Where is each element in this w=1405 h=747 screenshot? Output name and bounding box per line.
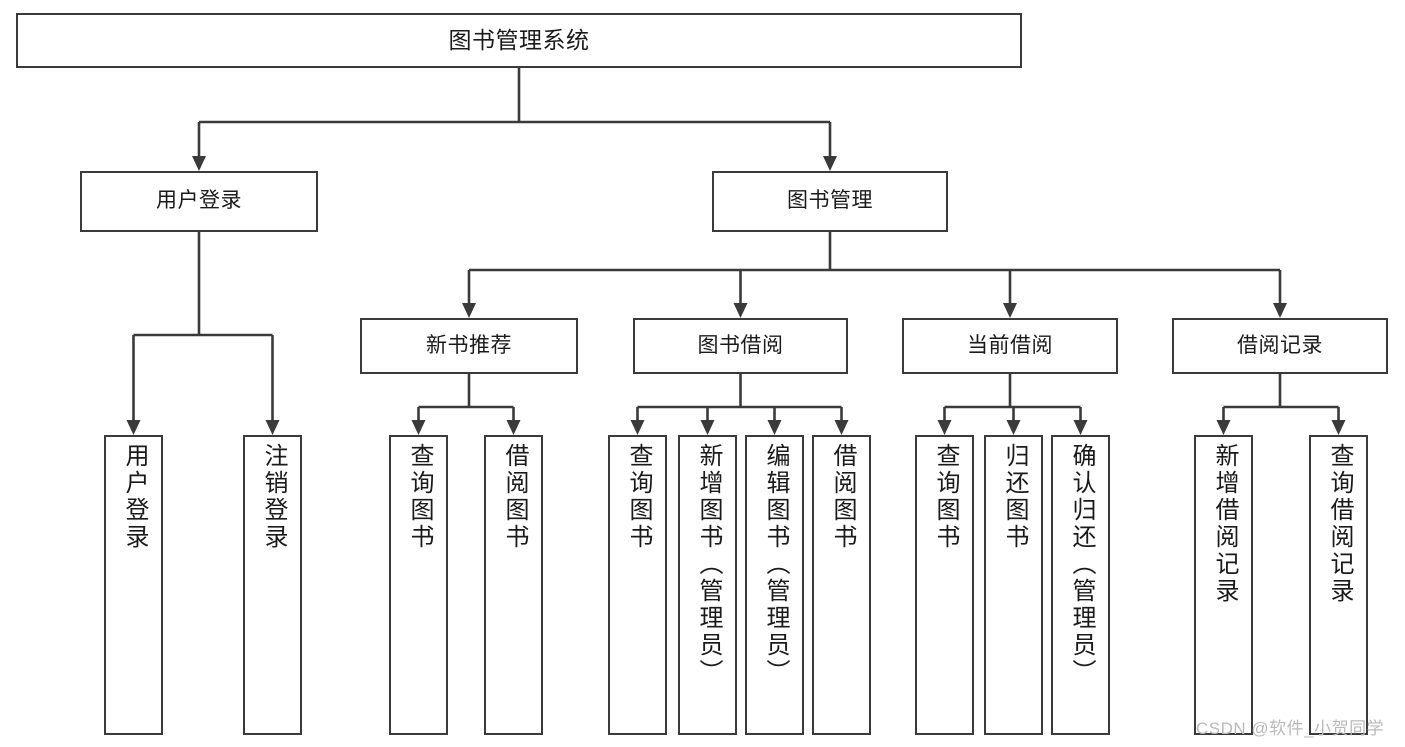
node-label: 借阅记录 [1237,333,1323,357]
node-label: 新增借阅记录 [1210,443,1238,605]
node-user_login[interactable]: 用户登录 [80,171,318,232]
node-leaf_edit_book[interactable]: 编辑图书（管理员） [745,435,804,735]
node-leaf_query_book_2[interactable]: 查询图书 [608,435,667,735]
node-label: 注销登录 [259,443,287,551]
node-label: 图书借阅 [697,333,784,357]
node-label: 用户登录 [156,189,242,213]
node-leaf_add_book[interactable]: 新增图书（管理员） [678,435,737,735]
node-leaf_query_book_1[interactable]: 查询图书 [389,435,448,735]
node-label: 查询图书 [931,443,959,551]
node-borrow_record[interactable]: 借阅记录 [1172,318,1388,374]
node-leaf_return_book[interactable]: 归还图书 [984,435,1043,735]
node-label: 查询借阅记录 [1325,443,1353,605]
node-leaf_query_record[interactable]: 查询借阅记录 [1309,435,1368,735]
node-leaf_add_record[interactable]: 新增借阅记录 [1194,435,1253,735]
node-leaf_borrow_book_1[interactable]: 借阅图书 [484,435,543,735]
node-leaf_confirm_return[interactable]: 确认归还（管理员） [1051,435,1110,735]
node-new_book_rec[interactable]: 新书推荐 [360,318,578,374]
node-label: 当前借阅 [967,333,1053,357]
node-label: 图书管理系统 [448,26,590,53]
watermark: CSDN @软件_小贺同学 [1196,719,1385,738]
node-label: 新书推荐 [426,333,512,357]
node-root[interactable]: 图书管理系统 [16,13,1022,68]
node-label: 确认归还（管理员） [1067,443,1095,686]
node-book_borrow[interactable]: 图书借阅 [633,318,848,374]
node-label: 编辑图书（管理员） [761,443,789,686]
node-label: 图书管理 [787,189,873,213]
node-leaf_borrow_book_2[interactable]: 借阅图书 [812,435,871,735]
node-label: 查询图书 [624,443,652,551]
node-label: 归还图书 [1000,443,1028,551]
node-leaf_user_login[interactable]: 用户登录 [104,435,163,735]
node-label: 借阅图书 [500,443,528,551]
node-label: 查询图书 [405,443,433,551]
node-label: 新增图书（管理员） [694,443,722,686]
node-leaf_logout[interactable]: 注销登录 [243,435,302,735]
node-label: 用户登录 [120,443,148,551]
node-book_admin[interactable]: 图书管理 [712,171,948,232]
node-leaf_query_book_3[interactable]: 查询图书 [915,435,974,735]
node-current_borrow[interactable]: 当前借阅 [902,318,1118,374]
node-label: 借阅图书 [828,443,856,551]
